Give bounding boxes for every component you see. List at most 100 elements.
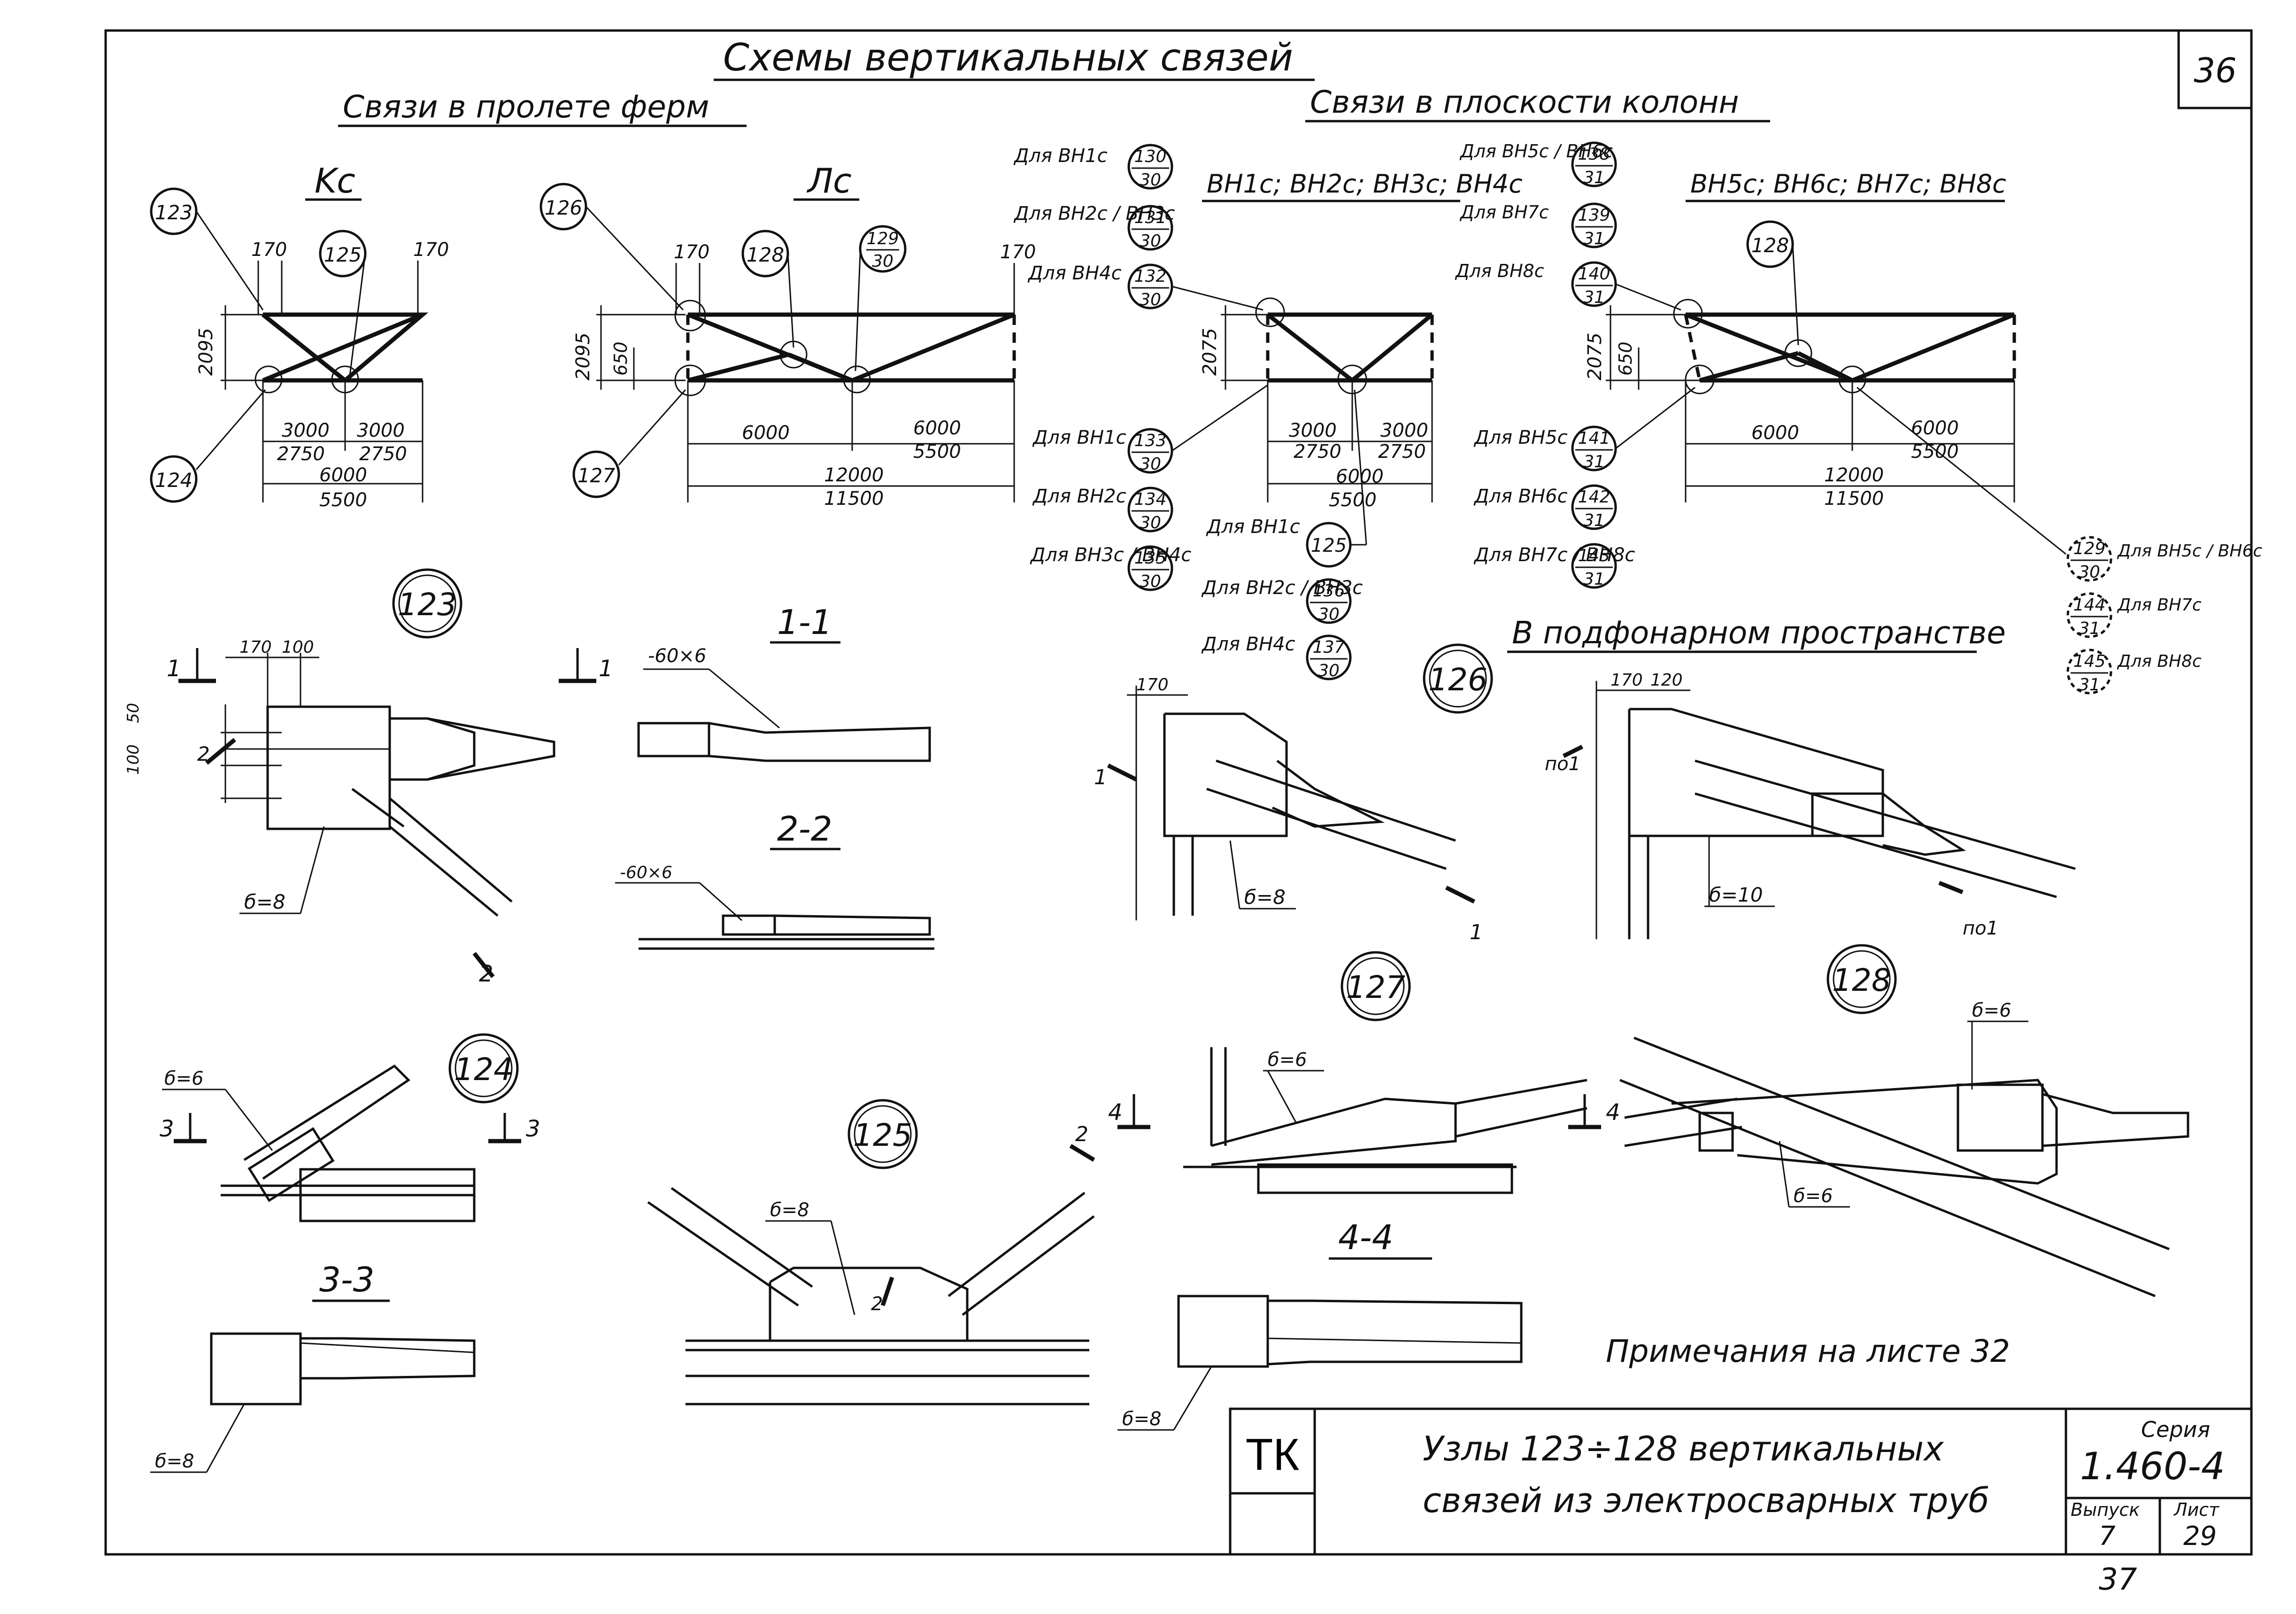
- svg-text:30: 30: [1318, 661, 1340, 680]
- svg-text:б=6: б=6: [1972, 1000, 2011, 1021]
- scheme-lc: Лс 2095 650 170 170 6000 6000 5500 12000: [539, 161, 1036, 510]
- svg-text:Для ВН8с: Для ВН8с: [2117, 652, 2202, 671]
- svg-text:Для ВН5с / ВН6с: Для ВН5с / ВН6с: [2117, 541, 2262, 561]
- svg-text:б=6: б=6: [164, 1068, 204, 1089]
- svg-text:30: 30: [1140, 513, 1161, 533]
- svg-text:5500: 5500: [1329, 489, 1377, 511]
- detail-126-label: 126: [1428, 662, 1487, 698]
- lc-callout-129: [859, 225, 907, 273]
- svg-text:5500: 5500: [1911, 441, 1959, 463]
- corner-number: 36: [2194, 51, 2237, 90]
- bh5-ref-129: 129 30 Для ВН5с / ВН6с: [2066, 536, 2262, 582]
- svg-text:2: 2: [871, 1293, 883, 1315]
- corner-number-box: [2177, 29, 2253, 109]
- svg-text:3: 3: [526, 1116, 540, 1142]
- bh1-ref-137: Для ВН4с 137 30: [1201, 633, 1352, 680]
- svg-text:Для ВН1с: Для ВН1с: [1032, 427, 1126, 448]
- svg-text:140: 140: [1578, 264, 1610, 284]
- detail-124: 124 б=6 3 3: [160, 1033, 540, 1222]
- scheme-bh5-8: ВН5с; ВН6с; ВН7с; ВН8с 2075 650 6000 600…: [1455, 141, 2262, 695]
- kc-dim-170a: 170: [251, 239, 287, 261]
- svg-text:126: 126: [545, 196, 582, 219]
- svg-text:100: 100: [124, 744, 143, 775]
- svg-text:129: 129: [2073, 539, 2106, 558]
- svg-text:123: 123: [155, 201, 193, 224]
- svg-text:31: 31: [2079, 675, 2100, 695]
- svg-text:30: 30: [2079, 563, 2100, 582]
- svg-text:30: 30: [1140, 290, 1161, 309]
- svg-text:6000: 6000: [1751, 422, 1799, 444]
- svg-text:4: 4: [1606, 1099, 1620, 1126]
- svg-text:131: 131: [1134, 208, 1167, 227]
- svg-text:Для ВН5с: Для ВН5с: [1473, 427, 1568, 448]
- detail-124-label: 124: [454, 1051, 513, 1088]
- svg-text:б=6: б=6: [1794, 1185, 1833, 1207]
- svg-text:б=8: б=8: [1122, 1408, 1162, 1430]
- svg-text:145: 145: [2073, 652, 2106, 671]
- svg-text:129: 129: [867, 229, 899, 248]
- title-line1: Узлы 123÷128 вертикальных: [1423, 1429, 1944, 1468]
- svg-text:31: 31: [1583, 570, 1605, 589]
- lc-dim-170b: 170: [1000, 241, 1036, 263]
- svg-text:Для ВН2с: Для ВН2с: [1032, 486, 1126, 507]
- bh1-ref-134: Для ВН2с 134 30: [1032, 486, 1173, 533]
- svg-text:Для ВН8с: Для ВН8с: [1455, 261, 1544, 281]
- bottom-page-number: 37: [2099, 1562, 2137, 1597]
- svg-text:133: 133: [1134, 431, 1167, 450]
- svg-text:Для ВН4с: Для ВН4с: [1201, 633, 1295, 655]
- svg-text:31: 31: [1583, 288, 1605, 307]
- svg-text:Для ВН7с: Для ВН7с: [2117, 595, 2202, 615]
- svg-text:31: 31: [1583, 168, 1605, 187]
- svg-text:б=6: б=6: [1268, 1049, 1307, 1071]
- kc-dim-2750a: 2750: [277, 443, 325, 465]
- series-value: 1.460-4: [2080, 1444, 2225, 1488]
- svg-text:1: 1: [167, 656, 181, 682]
- bh5-ref-145: 145 31 Для ВН8с: [2066, 649, 2202, 695]
- svg-text:6000: 6000: [1336, 466, 1384, 487]
- detail-123-label: 123: [398, 587, 457, 623]
- scheme-bh1-4: ВН1с; ВН2с; ВН3с; ВН4с 2075 3000 2750 30…: [1013, 144, 1523, 680]
- svg-text:-60×6: -60×6: [648, 645, 706, 667]
- bh5-ref-139: Для ВН7с 139 31: [1459, 202, 1617, 248]
- svg-text:136: 136: [1313, 581, 1345, 601]
- svg-text:125: 125: [324, 243, 362, 266]
- svg-text:170: 170: [239, 638, 272, 657]
- svg-text:2750: 2750: [1294, 441, 1341, 463]
- svg-text:б=8: б=8: [1244, 886, 1286, 909]
- svg-text:138: 138: [1578, 145, 1610, 164]
- svg-text:30: 30: [1318, 605, 1340, 624]
- kc-title: Kc: [315, 161, 355, 201]
- podfonar-heading: В подфонарном пространстве: [1512, 615, 2006, 651]
- bh5-ref-143: Для ВН7с / ВН8с 143 31: [1473, 543, 1635, 589]
- svg-text:31: 31: [1583, 511, 1605, 530]
- svg-text:б=8: б=8: [155, 1451, 194, 1472]
- bh1-ref-133: Для ВН1с 133 30: [1032, 427, 1173, 474]
- svg-text:2075: 2075: [1584, 332, 1606, 380]
- svg-text:170: 170: [1610, 671, 1643, 690]
- svg-text:4: 4: [1108, 1099, 1123, 1126]
- bh1-ref-136: Для ВН2с / ВН3с 136 30: [1201, 577, 1363, 624]
- bh1-ref-131: Для ВН2с / ВН3с 131 30: [1013, 203, 1175, 251]
- svg-text:30: 30: [1140, 572, 1161, 591]
- lc-dim-11500: 11500: [824, 488, 884, 510]
- detail-128: 128 б=6 б=6: [1619, 944, 2189, 1297]
- svg-text:1: 1: [1470, 920, 1483, 944]
- svg-text:7: 7: [2099, 1521, 2116, 1552]
- svg-text:по1: по1: [1963, 918, 1998, 939]
- kc-dim-5500: 5500: [319, 489, 367, 511]
- title-block: ТК Узлы 123÷128 вертикальных связей из э…: [1229, 1407, 2253, 1556]
- detail-128-label: 128: [1832, 962, 1891, 998]
- svg-text:30: 30: [872, 252, 894, 271]
- svg-text:б=10: б=10: [1709, 883, 1763, 906]
- svg-text:135: 135: [1134, 548, 1167, 568]
- svg-text:31: 31: [1583, 452, 1605, 471]
- bh5-ref-142: Для ВН6с 142 31: [1473, 484, 1617, 530]
- lc-dim-170a: 170: [674, 241, 709, 263]
- lc-dim-6000b: 6000: [913, 417, 961, 439]
- kc-dim-170b: 170: [413, 239, 449, 261]
- kc-dim-2750b: 2750: [359, 443, 407, 465]
- svg-text:139: 139: [1578, 206, 1610, 225]
- svg-text:650: 650: [1615, 341, 1636, 376]
- lc-dim-12000: 12000: [824, 464, 884, 486]
